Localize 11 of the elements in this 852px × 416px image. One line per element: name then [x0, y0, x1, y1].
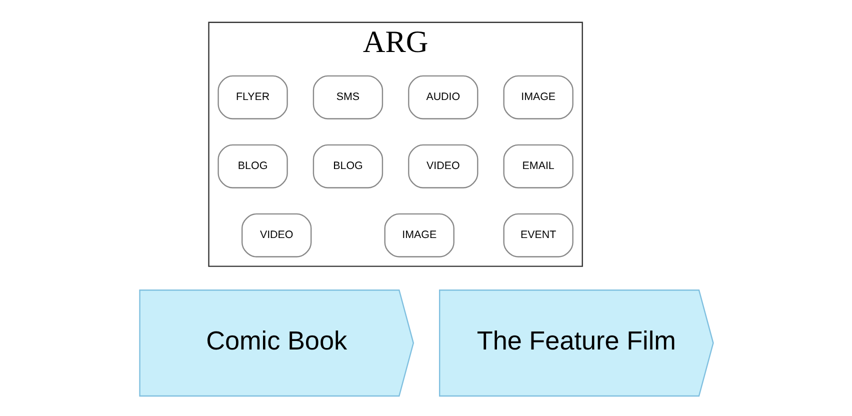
node-box: IMAGE: [502, 75, 573, 120]
node-box: BLOG: [217, 144, 288, 188]
node-box: EVENT: [502, 213, 573, 258]
node-box: IMAGE: [384, 213, 454, 258]
node-box: VIDEO: [408, 144, 478, 188]
node-box: FLYER: [217, 75, 288, 120]
node-box: AUDIO: [408, 75, 478, 120]
node-box: EMAIL: [502, 144, 573, 188]
node-box: SMS: [312, 75, 383, 120]
node-box: BLOG: [312, 144, 383, 188]
node-box: VIDEO: [240, 213, 312, 258]
